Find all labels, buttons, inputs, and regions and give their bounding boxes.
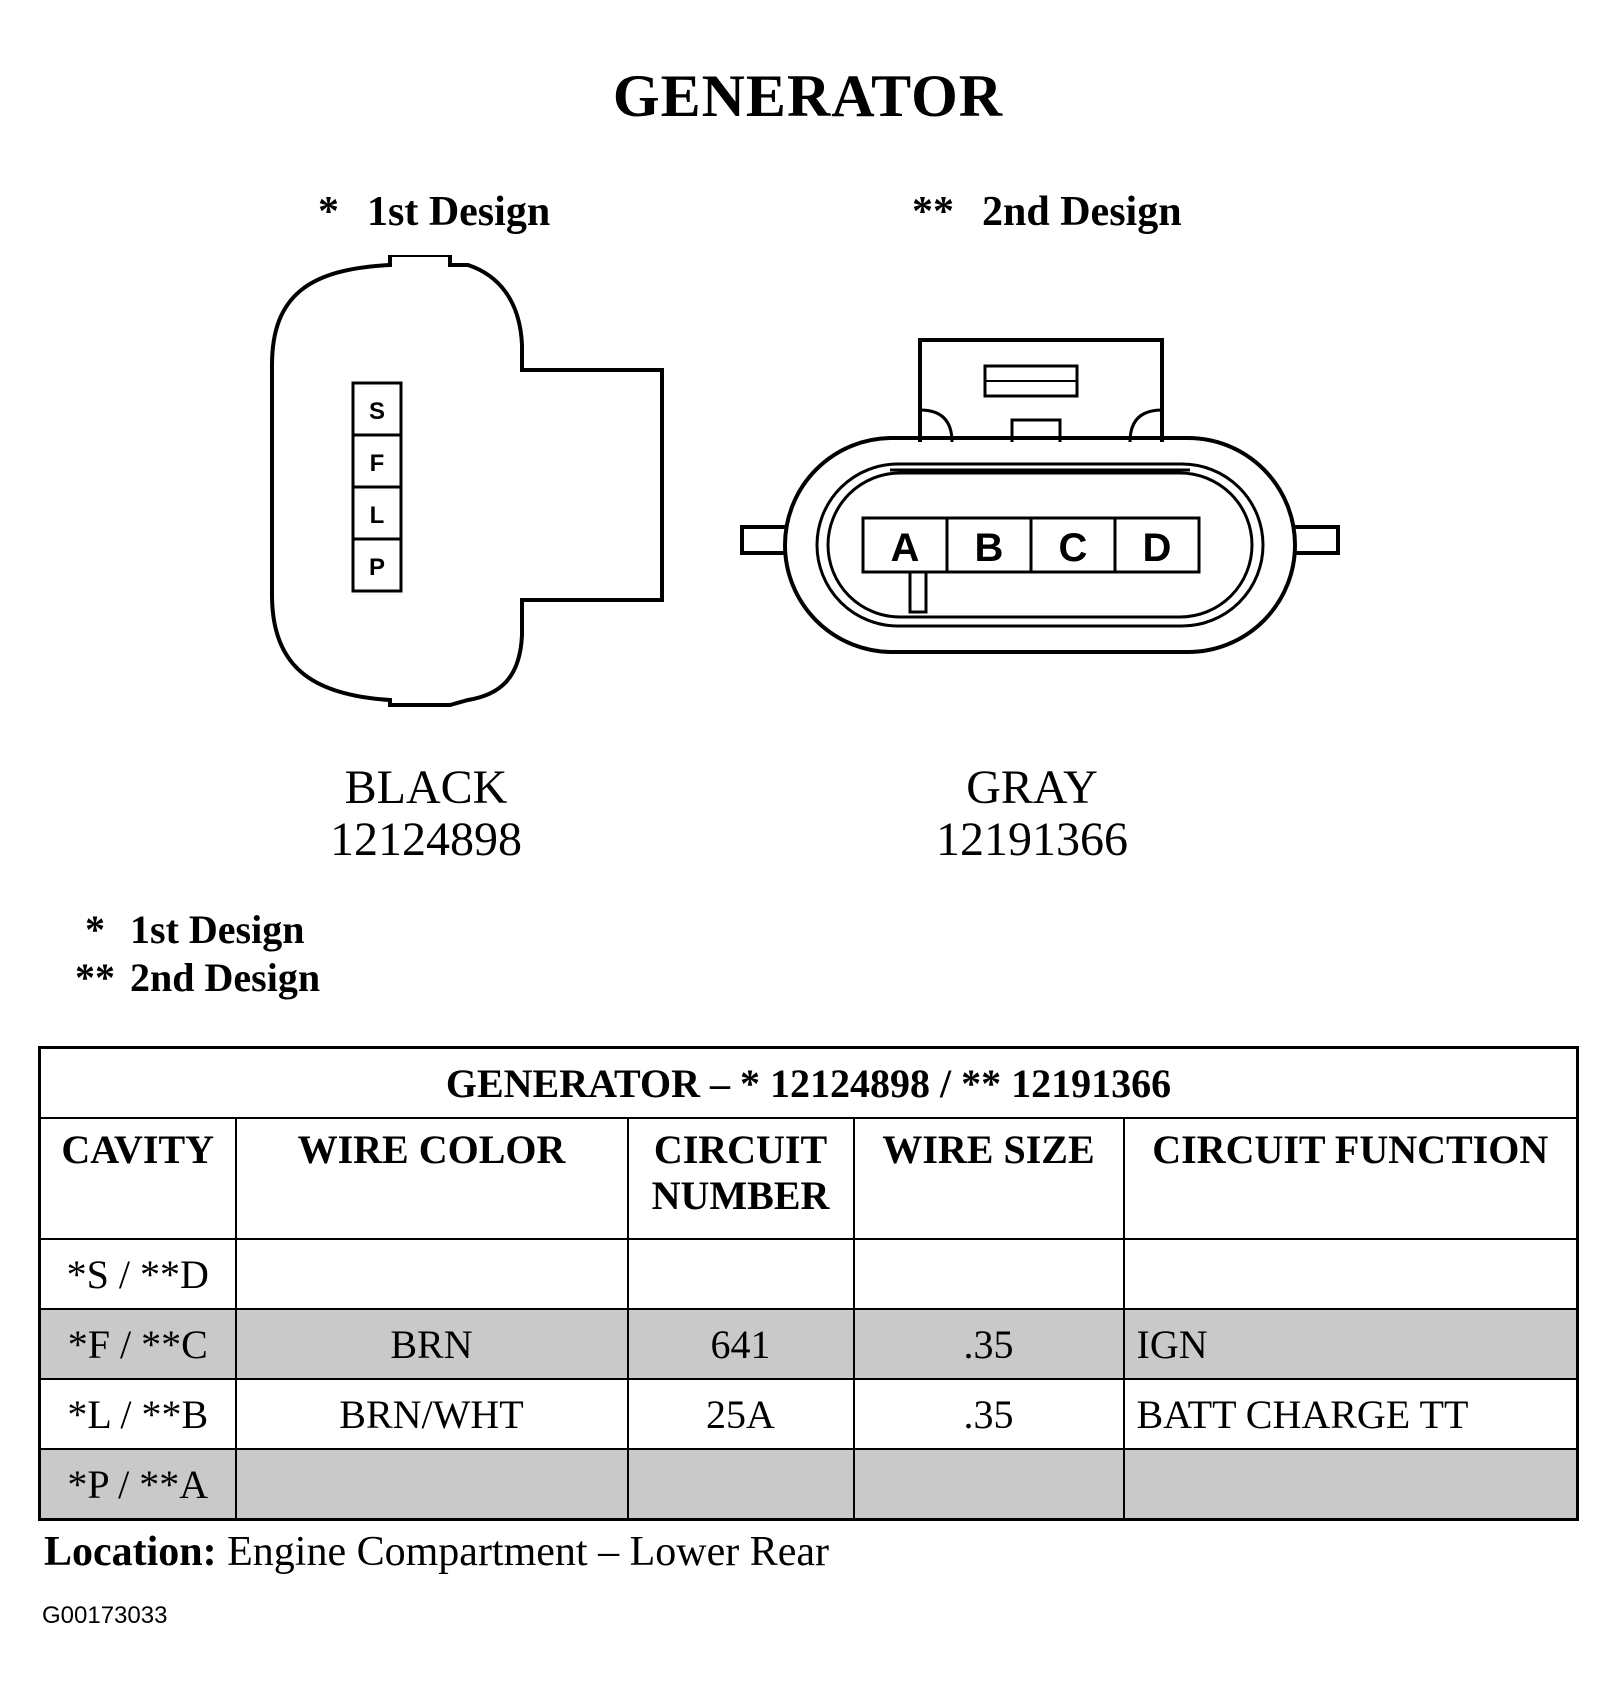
header-wire-size: WIRE SIZE: [852, 1117, 1125, 1240]
diagram-title: GENERATOR: [612, 63, 1004, 129]
location-label: Location:: [44, 1529, 217, 1575]
legend-item-1st-design: * 1st Design: [60, 906, 304, 954]
wire-color-cell: BRN/WHT: [234, 1378, 629, 1450]
cavity-cell: *P / **A: [38, 1448, 237, 1521]
connector-2-label: GRAY 12191366: [832, 762, 1232, 866]
table-row: *S / **D: [38, 1238, 1579, 1310]
wire-size-cell: [852, 1238, 1125, 1310]
header-cavity: CAVITY: [38, 1117, 237, 1240]
table-row: *P / **A: [38, 1448, 1579, 1521]
cavity-cell: *S / **D: [38, 1238, 237, 1310]
wire-size-cell: .35: [852, 1378, 1125, 1450]
wire-color-cell: [234, 1448, 629, 1521]
header-circuit-function: CIRCUIT FUNCTION: [1122, 1117, 1579, 1240]
legend-marker: **: [75, 955, 115, 1000]
circuit-number-cell: 641: [626, 1308, 855, 1380]
legend-marker: *: [85, 907, 105, 952]
circuit-function-cell: [1122, 1448, 1579, 1521]
cavity-p-box: [351, 537, 403, 593]
table-header-row: CAVITY WIRE COLOR CIRCUIT NUMBER WIRE SI…: [38, 1117, 1579, 1240]
legend-item-2nd-design: ** 2nd Design: [60, 954, 320, 1002]
design-1-label: 1st Design: [367, 189, 551, 235]
cavity-s-letter: S: [369, 398, 385, 425]
location-value: Engine Compartment – Lower Rear: [227, 1529, 829, 1575]
table-caption: GENERATOR – * 12124898 / ** 12191366: [38, 1046, 1579, 1119]
wire-color-cell: BRN: [234, 1308, 629, 1380]
legend-label: 2nd Design: [130, 955, 321, 1000]
cavity-cell: *F / **C: [38, 1308, 237, 1380]
wire-size-cell: [852, 1448, 1125, 1521]
circuit-number-cell: [626, 1238, 855, 1310]
cavity-a-letter: A: [891, 526, 920, 570]
pinout-table: GENERATOR – * 12124898 / ** 12191366 CAV…: [38, 1046, 1579, 1521]
connector-2-part-number: 12191366: [936, 813, 1128, 866]
location-note: Location: Engine Compartment – Lower Rea…: [44, 1528, 829, 1576]
circuit-function-cell: BATT CHARGE TT: [1122, 1378, 1579, 1450]
cavity-cell: *L / **B: [38, 1378, 237, 1450]
cavity-f-letter: F: [370, 450, 385, 477]
design-1-marker: *: [318, 189, 339, 235]
legend-label: 1st Design: [130, 907, 305, 952]
connector-1-color: BLACK: [344, 761, 508, 814]
connector-2-cavity-block: A B C D: [861, 516, 1201, 574]
circuit-number-cell: [626, 1448, 855, 1521]
circuit-number-cell: 25A: [626, 1378, 855, 1450]
cavity-c-letter: C: [1059, 526, 1088, 570]
design-1-heading: * 1st Design: [318, 188, 550, 236]
circuit-function-cell: [1122, 1238, 1579, 1310]
wire-color-cell: [234, 1238, 629, 1310]
figure-id: G00173033: [42, 1602, 168, 1629]
cavity-c-box: [1029, 516, 1117, 574]
cavity-l-letter: L: [370, 502, 385, 529]
table-row: *F / **C BRN 641 .35 IGN: [38, 1308, 1579, 1380]
wire-size-cell: .35: [852, 1308, 1125, 1380]
connector-2-color: GRAY: [966, 761, 1098, 814]
connector-1-label: BLACK 12124898: [226, 762, 626, 866]
table-row: *L / **B BRN/WHT 25A .35 BATT CHARGE TT: [38, 1378, 1579, 1450]
design-2-heading: ** 2nd Design: [912, 188, 1182, 236]
circuit-function-cell: IGN: [1122, 1308, 1579, 1380]
connector-1-cavity-block: S F L P: [351, 381, 403, 593]
header-circuit-number: CIRCUIT NUMBER: [626, 1117, 855, 1240]
connector-1-housing: [270, 255, 664, 707]
cavity-p-letter: P: [369, 554, 385, 581]
design-2-marker: **: [912, 189, 954, 235]
connector-2-housing: [740, 338, 1340, 654]
cavity-b-letter: B: [975, 526, 1004, 570]
design-2-label: 2nd Design: [982, 189, 1182, 235]
cavity-d-box: [1113, 516, 1201, 574]
connector-2nd-design-diagram: A B C D: [740, 338, 1340, 654]
header-wire-color: WIRE COLOR: [234, 1117, 629, 1240]
connector-1-part-number: 12124898: [330, 813, 522, 866]
connector-1st-design-diagram: S F L P: [270, 255, 664, 707]
cavity-d-letter: D: [1143, 526, 1172, 570]
cavity-a-box: [861, 516, 949, 574]
